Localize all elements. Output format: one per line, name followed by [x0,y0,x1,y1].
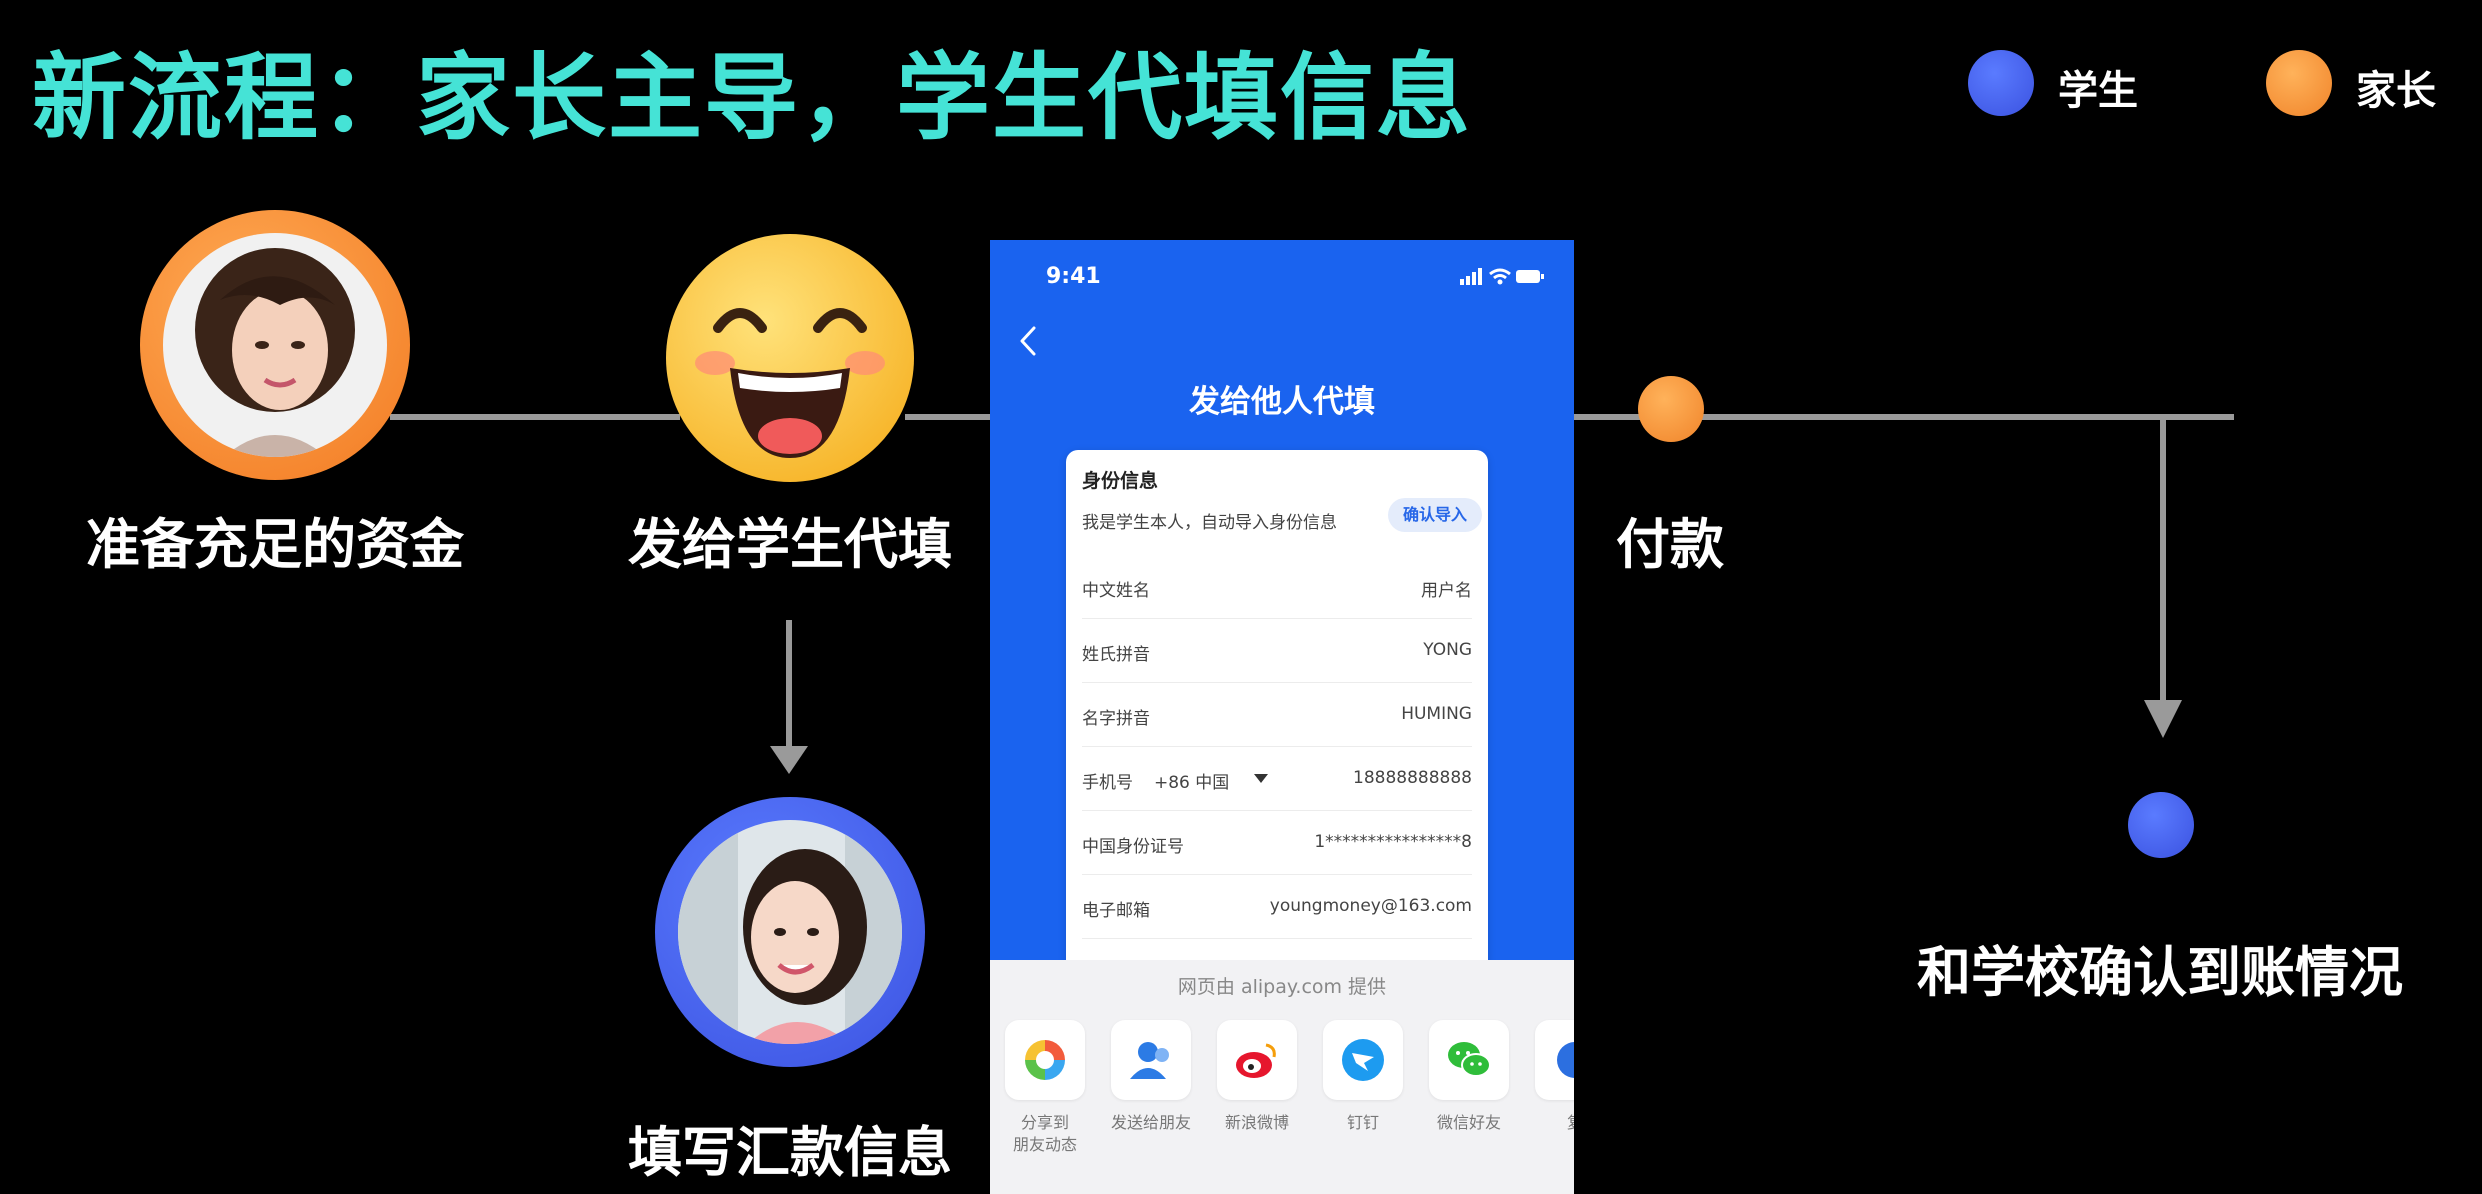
field-row-surname-pinyin[interactable]: 姓氏拼音 YONG [1082,618,1472,683]
legend-student-dot [1968,50,2034,116]
step-prepare-funds: 准备充足的资金 [86,513,464,576]
share-moments[interactable]: 分享到 朋友动态 [996,1020,1094,1156]
legend-parent-dot [2266,50,2332,116]
arrow-down-icon [2144,700,2182,738]
share-wechat[interactable]: 微信好友 [1420,1020,1518,1134]
share-label: 分享到 朋友动态 [1012,1113,1077,1154]
share-panel: 网页由 alipay.com 提供 分享到 朋友动态 发送给朋友 [990,960,1574,1194]
pay-step-dot [1638,376,1704,442]
share-weibo[interactable]: 新浪微博 [1208,1020,1306,1134]
connector-line-2 [905,414,995,420]
field-label: 手机号 [1082,773,1133,793]
share-label: 钉钉 [1346,1113,1379,1132]
dingtalk-icon [1342,1039,1384,1081]
connector-line-3 [1574,414,2234,420]
photo-share-icon [1025,1040,1065,1080]
legend-parent-label: 家长 [2356,68,2436,114]
step-pay: 付款 [1616,513,1724,576]
page-title: 新流程：家长主导，学生代填信息 [32,44,1473,153]
contact-icon [1130,1042,1169,1079]
student-avatar [655,797,925,1067]
field-label: 名字拼音 [1082,709,1150,729]
card-subtitle: 我是学生本人，自动导入身份信息 [1082,513,1337,533]
girl-portrait-icon [678,820,902,1044]
field-label: 电子邮箱 [1082,901,1150,921]
legend-student-label: 学生 [2058,68,2138,114]
system-icons [1460,266,1544,286]
status-bar: 9:41 [990,240,1574,310]
caret-down-icon[interactable] [1254,774,1268,783]
field-value[interactable]: 用户名 [1421,581,1472,601]
field-value[interactable]: 1****************8 [1314,832,1472,852]
share-send-to-friend[interactable]: 发送给朋友 [1102,1020,1200,1134]
share-label: 复 [1526,1112,1574,1134]
signal-wifi-battery-icon [1460,268,1544,285]
share-label: 新浪微博 [1224,1113,1289,1132]
step-fill-remittance: 填写汇款信息 [628,1121,952,1184]
step-send-to-student: 发给学生代填 [628,513,952,576]
weibo-icon [1236,1043,1276,1078]
step-confirm-with-school: 和学校确认到账情况 [1917,941,2403,1004]
confirm-import-button[interactable]: 确认导入 [1388,498,1482,532]
more-icon [1557,1042,1574,1078]
field-value[interactable]: YONG [1423,640,1472,660]
phone-page-title: 发给他人代填 [1189,384,1375,420]
wechat-icon [1448,1042,1491,1077]
share-dingtalk[interactable]: 钉钉 [1314,1020,1412,1134]
identity-info-card: 身份信息 我是学生本人，自动导入身份信息 确认导入 中文姓名 用户名 姓氏拼音 … [1066,450,1488,980]
share-label: 微信好友 [1436,1113,1501,1132]
country-code-select[interactable]: +86 中国 [1154,773,1230,793]
field-row-email[interactable]: 电子邮箱 youngmoney@163.com [1082,874,1472,939]
field-row-id-number[interactable]: 中国身份证号 1****************8 [1082,810,1472,875]
field-value[interactable]: youngmoney@163.com [1269,896,1472,916]
card-title: 身份信息 [1082,470,1159,492]
field-row-phone[interactable]: 手机号 +86 中国 18888888888 [1082,746,1472,811]
field-row-given-name-pinyin[interactable]: 名字拼音 HUMING [1082,682,1472,747]
field-value[interactable]: 18888888888 [1353,768,1472,788]
connector-line-5 [786,620,792,750]
connector-line-1 [390,414,680,420]
field-label: 中国身份证号 [1082,837,1184,857]
phone-screen: 9:41 发给他人代填 身份信息 我是学生本人，自动导入身份信息 确认导入 中文… [990,240,1574,1194]
woman-portrait-icon [163,233,387,457]
parent-avatar [140,210,410,480]
back-arrow-icon[interactable] [1016,324,1040,358]
field-value[interactable]: HUMING [1401,704,1472,724]
arrow-down-icon [770,746,808,774]
provider-note: 网页由 alipay.com 提供 [1177,976,1387,998]
smiley-emoji-icon [666,234,914,482]
field-label: 中文姓名 [1082,581,1150,601]
share-label: 发送给朋友 [1110,1113,1191,1132]
connector-line-4 [2160,414,2166,704]
confirm-step-dot [2128,792,2194,858]
share-more[interactable]: 复 [1526,1020,1574,1134]
field-label: 姓氏拼音 [1082,645,1150,665]
status-time: 9:41 [1046,264,1101,289]
field-row-chinese-name[interactable]: 中文姓名 用户名 [1082,554,1472,619]
